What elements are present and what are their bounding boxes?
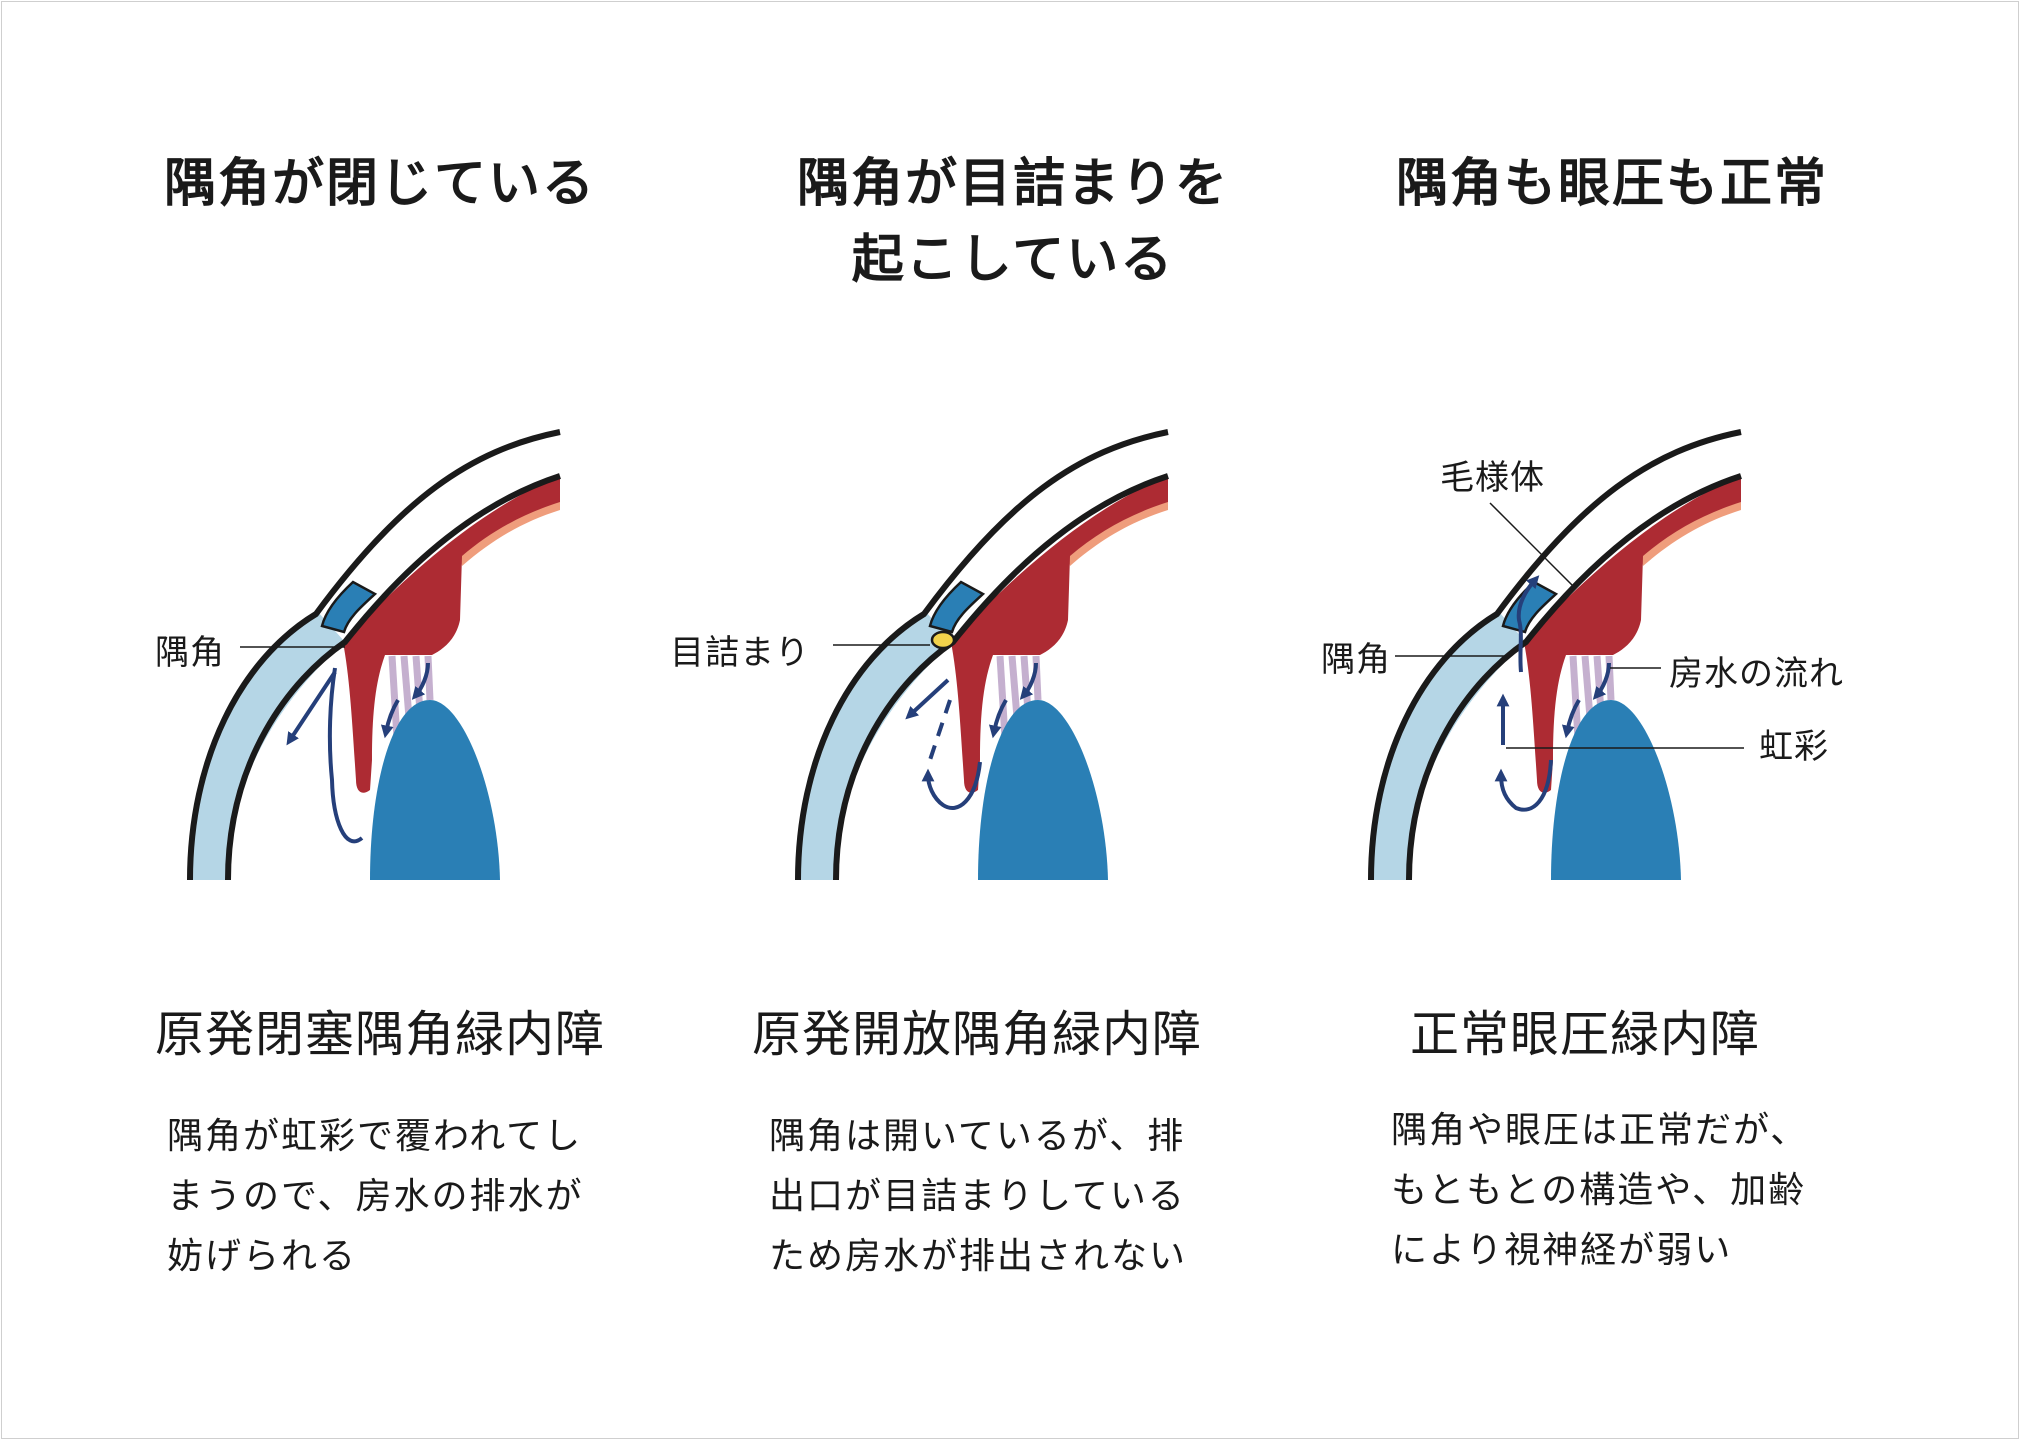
label-aqueous-flow: 房水の流れ [1669, 654, 1844, 694]
eye-diagram-clogged [798, 432, 1168, 880]
flow-arrow [286, 670, 337, 746]
panel-3-disease-name: 正常眼圧緑内障 [1410, 1006, 1761, 1063]
panel-2-disease-name: 原発開放隅角緑内障 [752, 1006, 1203, 1063]
label-ciliary-body: 毛様体 [1440, 458, 1545, 498]
eye-diagram-closed-angle [190, 432, 560, 880]
label-angle: 隅角 [1321, 640, 1391, 680]
eye-diagram-normal [1371, 432, 1744, 880]
panel-1-description: 隅角が虹彩で覆われてしまうので、房水の排水が妨げられる [167, 1116, 584, 1277]
panel-3-description: 隅角や眼圧は正常だが、もともとの構造や、加齢により視神経が弱い [1391, 1110, 1809, 1271]
label-angle: 隅角 [155, 633, 225, 673]
label-clog: 目詰まり [670, 633, 810, 673]
clog-marker [930, 630, 956, 650]
panel-3-title: 隅角も眼圧も正常 [1395, 154, 1828, 214]
panel-2-title: 隅角が目詰まりを起こしている [796, 154, 1229, 290]
panel-1-title: 隅角が閉じている [163, 154, 596, 214]
panel-1-disease-name: 原発閉塞隅角緑内障 [155, 1006, 606, 1063]
label-iris: 虹彩 [1759, 727, 1829, 767]
panel-2-description: 隅角は開いているが、排出口が目詰まりしているため房水が排出されない [769, 1116, 1188, 1277]
